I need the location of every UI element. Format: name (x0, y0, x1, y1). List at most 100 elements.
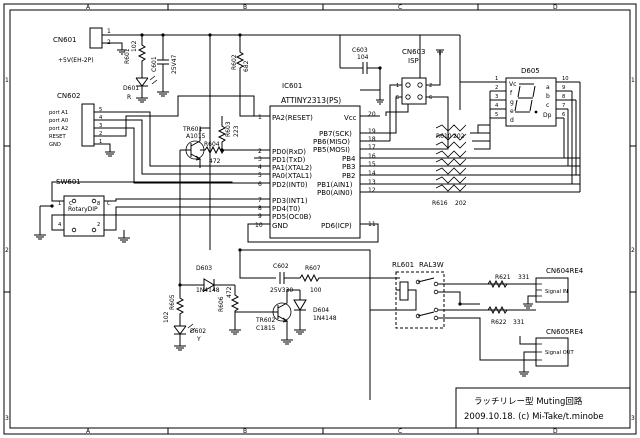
port-body (81, 103, 95, 147)
d605-pin-g: g (510, 99, 514, 106)
title-line-1: ラッチリレー型 Muting回路 (474, 396, 583, 407)
d605-num-7: 7 (562, 103, 565, 109)
d601-ground (136, 86, 148, 103)
r607-ref: R607 (305, 265, 321, 272)
c602-value: 25V330 (270, 287, 293, 294)
c603-ref: C603 (352, 47, 368, 54)
ic-pin-num-3: 3 (258, 156, 262, 163)
supply-label: +5V(EH-2P) (58, 57, 94, 64)
ic-pin-name-10: GND (272, 222, 288, 230)
cn601-ref: CN601 (53, 36, 77, 44)
cn604-ground (523, 295, 536, 309)
ic-pin-name-4: PA1(XTAL2) (272, 164, 312, 172)
d605-num-9: 9 (562, 85, 565, 91)
r621-resistor (487, 279, 508, 289)
r605-resistor (175, 285, 185, 326)
r621-ref: R621 (495, 274, 511, 281)
ic-pin-name-3: PD1(TxD) (272, 156, 306, 164)
ic-pin-num-5: 5 (258, 172, 262, 179)
ic-pin-name-14: PB2 (342, 172, 355, 180)
sw601-c-right: C (107, 201, 111, 207)
d605-num-5: 5 (495, 112, 498, 118)
row-label-1-right: 1 (631, 77, 635, 84)
ic-pin-num-17: 17 (368, 144, 376, 151)
ic-pin-name-20: Vcc (344, 114, 357, 122)
isp-pin-6: 6 (429, 95, 432, 101)
c602-r607-net (239, 249, 400, 400)
isp-ground (436, 49, 444, 55)
d605-num-10: 10 (562, 76, 569, 82)
col-label-d-bottom: D (553, 428, 558, 435)
d602-led (173, 325, 187, 351)
d603-ref: D603 (196, 265, 212, 272)
ground-symbol (117, 49, 127, 55)
ic601-body (269, 105, 361, 239)
ic-pin-num-15: 15 (368, 161, 376, 168)
tr602-emitter-arrow (282, 317, 289, 323)
r603-ref: R603 (225, 121, 232, 137)
ic601-part: ATTINY2313(PS) (281, 96, 341, 105)
isp-connector: CN603 ISP 1 2 5 6 (385, 35, 461, 150)
d605-pin-b: b (546, 93, 550, 100)
ic-pin-num-14: 14 (368, 170, 376, 177)
d605-num-2: 2 (495, 85, 498, 91)
d605-pin-d: d (510, 117, 514, 124)
relay-outline (395, 271, 445, 329)
d605-pin-vc: Vc (509, 81, 516, 88)
relay-part: RAL3W (419, 261, 444, 269)
r607-value: 100 (310, 287, 322, 294)
port-label-gnd: GND (49, 142, 61, 148)
c601-ref: C601 (151, 56, 158, 72)
ic-pin-name-18: PB6(MISO) (313, 138, 350, 146)
rn-r616: R616 (432, 200, 448, 207)
ic-pin-num-18: 18 (368, 136, 376, 143)
port-pin-2: 2 (99, 131, 102, 137)
col-label-c-bottom: C (398, 428, 402, 435)
d605-leads (460, 81, 580, 119)
row-label-2-left: 2 (5, 247, 9, 254)
port-wiring (94, 95, 255, 184)
d605-pin-f: f (510, 90, 513, 97)
sw601-pin-2: 2 (97, 222, 100, 228)
power-section: 1 2 CN601 +5V(EH-2P) R601 102 D601 R C60… (53, 27, 460, 250)
r604-value: 472 (209, 158, 221, 165)
ic-left-pin-leads (254, 149, 270, 225)
c602-ref: C602 (273, 263, 289, 270)
ic-pin-num-10: 10 (255, 222, 263, 229)
d605-pin-a: a (546, 84, 550, 91)
relay-contacts (417, 277, 435, 317)
c601-capacitor (157, 35, 169, 97)
port-label-reset: RESET (49, 134, 66, 140)
r603-resistor (217, 116, 227, 150)
d601-ref: D601 (123, 85, 139, 92)
isp-wiring (385, 35, 449, 150)
tr601-ref: TR601 (182, 126, 202, 133)
ic-pin-name-11: PD6(ICP) (321, 222, 352, 230)
ic-pin-num-4: 4 (258, 164, 262, 171)
cn604-pins (536, 283, 542, 297)
r605-value: 102 (163, 311, 170, 323)
tr601-stage: TR601 A1015 R603 223 R604 472 (179, 116, 254, 285)
d605-num-3: 3 (495, 94, 498, 100)
cn604-label: Signal IN (545, 289, 568, 295)
ic601: IC601 ATTINY2313(PS) PA2(RESET) PD0(RxD)… (247, 82, 580, 243)
isp-ref: CN603 (402, 48, 426, 56)
tr601-transistor (180, 127, 210, 168)
r602-ref: R602 (231, 54, 238, 70)
cn604-ref: CN604RE4 (546, 267, 584, 275)
muting-drive: D603 1N4148 R606 472 R605 102 D602 Y C60… (163, 248, 400, 400)
isp-pin-2: 2 (429, 83, 432, 89)
d605-num-1: 1 (495, 76, 498, 82)
ic-pin-name-8: PD4(T0) (272, 205, 301, 213)
ic-pin-num-12: 12 (368, 187, 376, 194)
isp-body (401, 77, 427, 105)
c603-to-vcc (360, 68, 381, 91)
d605-pin-c: c (546, 102, 549, 109)
seg-left-wiring (470, 91, 491, 150)
ic-pin-name-2: PD0(RxD) (272, 148, 306, 156)
tr602-part: C1815 (256, 325, 276, 332)
d605-num-8: 8 (562, 94, 565, 100)
col-label-b-top: B (243, 4, 247, 11)
row-label-3-left: 3 (5, 415, 9, 422)
relay-coil (399, 281, 409, 301)
